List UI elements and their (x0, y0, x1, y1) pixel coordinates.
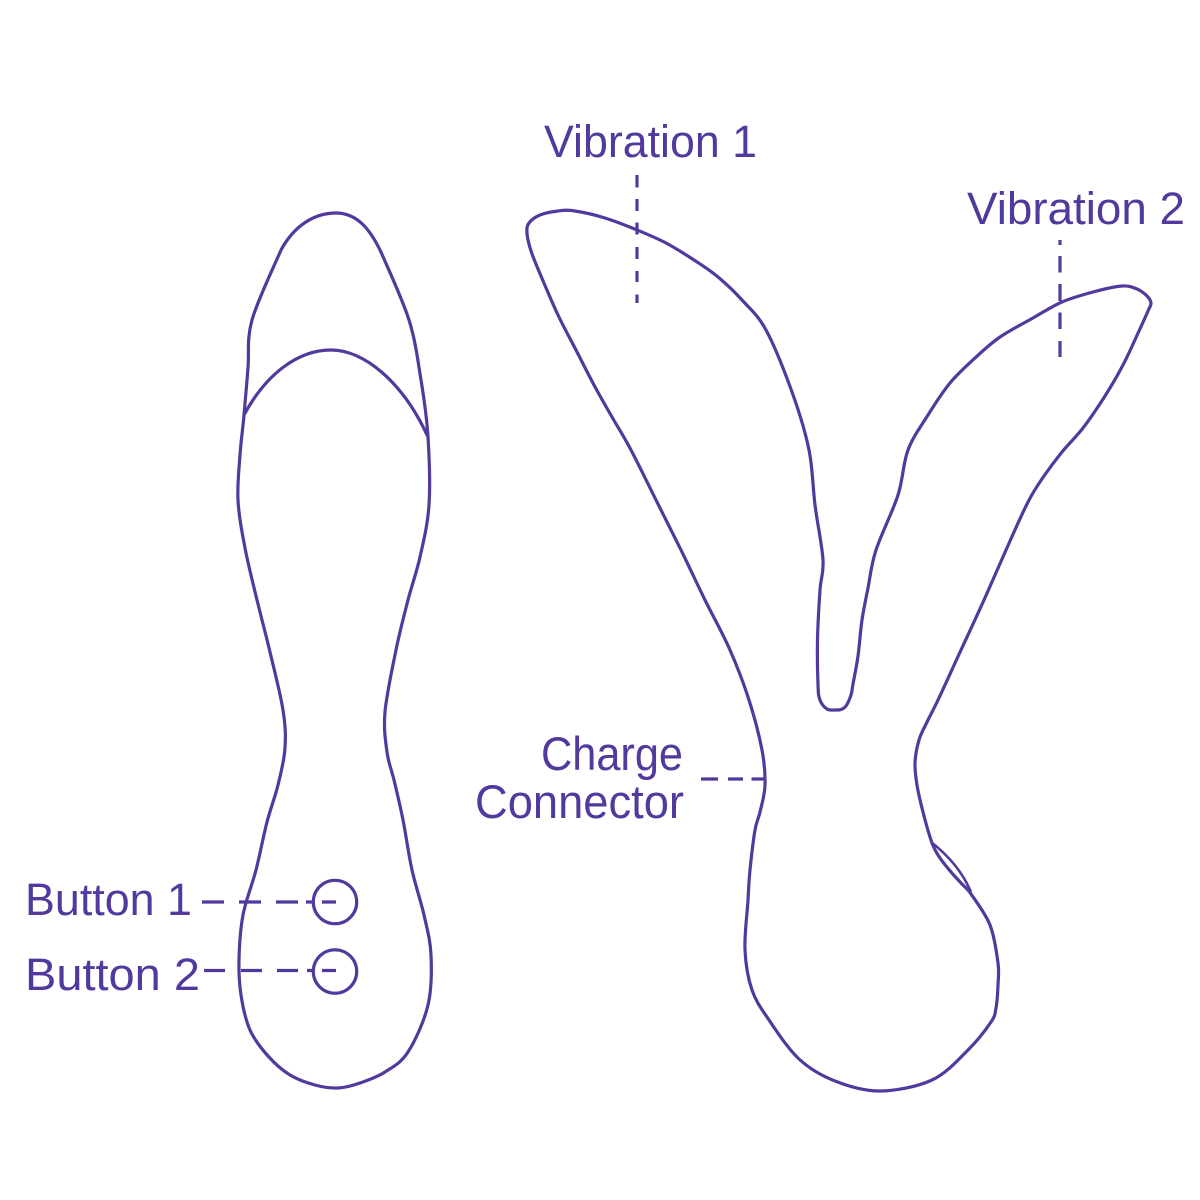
svg-text:Button 1: Button 1 (25, 874, 192, 925)
svg-text:Charge: Charge (541, 727, 683, 780)
svg-text:Connector: Connector (475, 775, 684, 828)
svg-text:Button 2: Button 2 (25, 949, 200, 1000)
svg-text:Vibration 1: Vibration 1 (544, 116, 757, 167)
svg-text:Vibration 2: Vibration 2 (967, 183, 1185, 234)
